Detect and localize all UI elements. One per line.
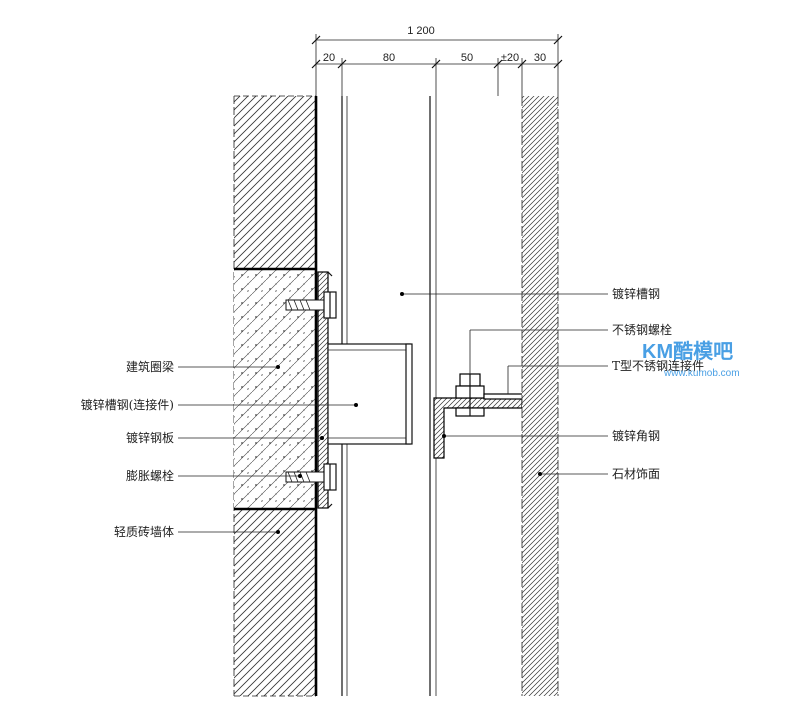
dim-seg-2-text: 80 bbox=[383, 52, 395, 64]
label-t-connector: T型不锈钢连接件 bbox=[612, 358, 704, 373]
dimension-line bbox=[311, 34, 563, 96]
stone-facing bbox=[522, 96, 558, 696]
leader-lines bbox=[178, 292, 608, 534]
watermark-brand: KM酷模吧 bbox=[642, 339, 733, 363]
expansion-bolt-lower bbox=[285, 463, 337, 491]
label-steel-plate: 镀锌钢板 bbox=[126, 431, 174, 445]
label-expansion-bolt: 膨胀螺栓 bbox=[126, 468, 174, 483]
label-channel-steel: 镀锌槽钢 bbox=[612, 287, 660, 301]
stainless-bolt bbox=[455, 373, 485, 417]
watermark-url: www.kumob.com bbox=[663, 368, 740, 379]
label-stainless-bolt: 不锈钢螺栓 bbox=[612, 322, 672, 337]
brick-wall-upper bbox=[234, 96, 316, 269]
label-brick-wall: 轻质砖墙体 bbox=[114, 524, 174, 539]
dim-seg-4-text: ±20 bbox=[501, 52, 519, 64]
label-angle-steel: 镀锌角钢 bbox=[612, 429, 660, 443]
label-ring-beam: 建筑圈梁 bbox=[126, 359, 174, 374]
label-stone-facing: 石材饰面 bbox=[612, 467, 660, 481]
angle-steel bbox=[433, 397, 523, 459]
dim-total-text: 1 200 bbox=[407, 25, 435, 37]
channel-connector bbox=[327, 343, 413, 445]
dim-seg-5-text: 30 bbox=[534, 52, 546, 64]
dim-seg-1-text: 20 bbox=[323, 52, 335, 64]
brick-wall-lower bbox=[234, 509, 316, 696]
expansion-bolt-upper bbox=[285, 291, 337, 319]
dim-seg-3-text: 50 bbox=[461, 52, 473, 64]
watermark-logo: KM酷模吧 www.kumob.com bbox=[642, 339, 740, 379]
label-channel-connector: 镀锌槽钢(连接件) bbox=[81, 397, 174, 412]
